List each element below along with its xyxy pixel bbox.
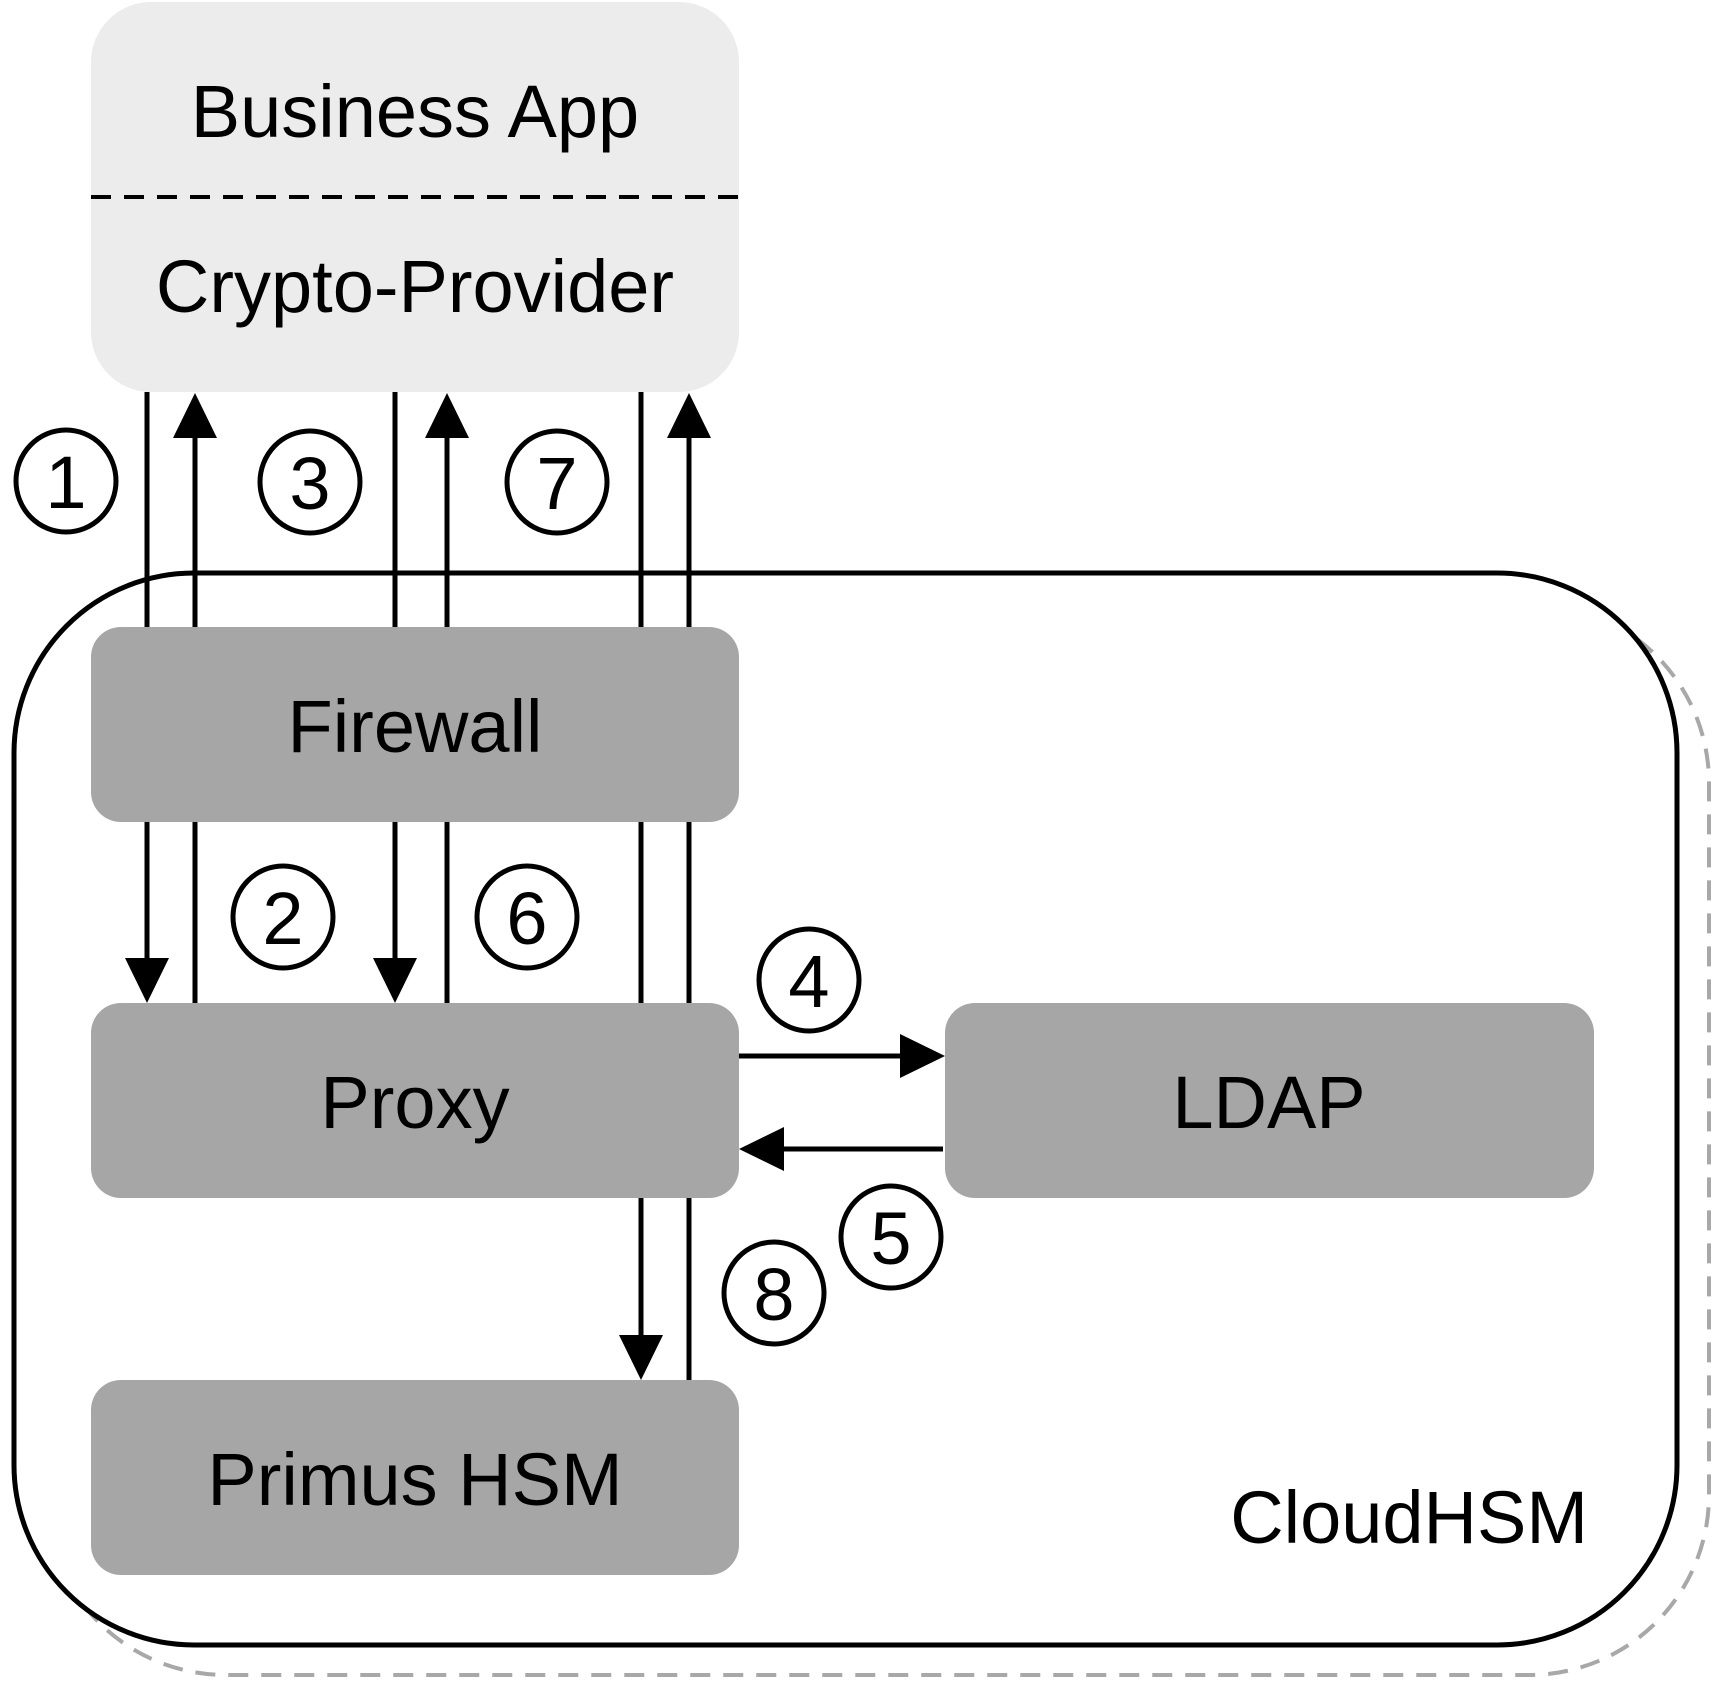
- step-circle: [230, 863, 336, 971]
- connectors: [125, 392, 945, 1380]
- step-marker-3: 3: [257, 428, 363, 536]
- step-circle: [504, 428, 610, 536]
- flow-6-forward: [373, 822, 417, 1003]
- step-circle: [721, 1239, 827, 1347]
- step-circle: [474, 863, 580, 971]
- step-number: 5: [870, 1197, 911, 1280]
- step-marker-2: 2: [230, 863, 336, 971]
- firewall-box-shape: [91, 627, 739, 822]
- flow-4-to-ldap: [739, 1034, 945, 1078]
- flow-4-to-ldap-arrowhead: [900, 1034, 945, 1078]
- step-marker-8: 8: [721, 1239, 827, 1347]
- step-circle: [756, 926, 862, 1034]
- step-marker-4: 4: [756, 926, 862, 1034]
- business-app-label: Business App: [191, 70, 639, 153]
- step-circle: [257, 428, 363, 536]
- step-marker-6: 6: [474, 863, 580, 971]
- step-marker-5: 5: [838, 1183, 944, 1291]
- flow-3b-response-arrowhead: [425, 393, 469, 438]
- step-markers: 1 2 3 4 5 6 7 8: [13, 427, 944, 1347]
- step-number: 4: [788, 940, 829, 1023]
- firewall-label: Firewall: [288, 685, 543, 768]
- proxy-label: Proxy: [320, 1061, 509, 1144]
- step-circle: [838, 1183, 944, 1291]
- flow-7-response: [667, 393, 711, 627]
- flow-6-forward-arrowhead: [373, 958, 417, 1003]
- client-box: Business App Crypto-Provider: [91, 2, 739, 392]
- ldap-box: LDAP: [945, 1003, 1594, 1198]
- proxy-box: Proxy: [91, 1003, 739, 1198]
- flow-8-to-hsm: [619, 1198, 663, 1380]
- step-number: 1: [45, 441, 86, 524]
- cloudhsm-label: CloudHSM: [1230, 1476, 1588, 1559]
- step-number: 6: [506, 877, 547, 960]
- flow-8-to-hsm-arrowhead: [619, 1335, 663, 1380]
- hsm-label: Primus HSM: [207, 1438, 622, 1521]
- flow-7-response-arrowhead: [667, 393, 711, 438]
- ldap-label: LDAP: [1172, 1061, 1365, 1144]
- flow-3-response-arrowhead: [173, 393, 217, 438]
- step-number: 8: [753, 1253, 794, 1336]
- step-number: 7: [536, 442, 577, 525]
- flow-5-from-ldap: [739, 1127, 943, 1171]
- flow-2-request: [125, 822, 169, 1003]
- proxy-box-shape: [91, 1003, 739, 1198]
- hsm-box: Primus HSM: [91, 1380, 739, 1575]
- step-number: 2: [262, 877, 303, 960]
- hsm-box-shape: [91, 1380, 739, 1575]
- ldap-box-shape: [945, 1003, 1594, 1198]
- flow-5-from-ldap-arrowhead: [739, 1127, 784, 1171]
- flow-2-request-arrowhead: [125, 958, 169, 1003]
- step-number: 3: [289, 442, 330, 525]
- step-marker-1: 1: [13, 427, 119, 535]
- flow-3b-response: [425, 393, 469, 627]
- cloudhsm-container: [11, 570, 1680, 1648]
- step-marker-7: 7: [504, 428, 610, 536]
- client-box-shape: [91, 2, 739, 392]
- flow-3-response: [173, 393, 217, 627]
- crypto-provider-label: Crypto-Provider: [156, 245, 674, 328]
- firewall-box: Firewall: [91, 627, 739, 822]
- step-circle: [13, 427, 119, 535]
